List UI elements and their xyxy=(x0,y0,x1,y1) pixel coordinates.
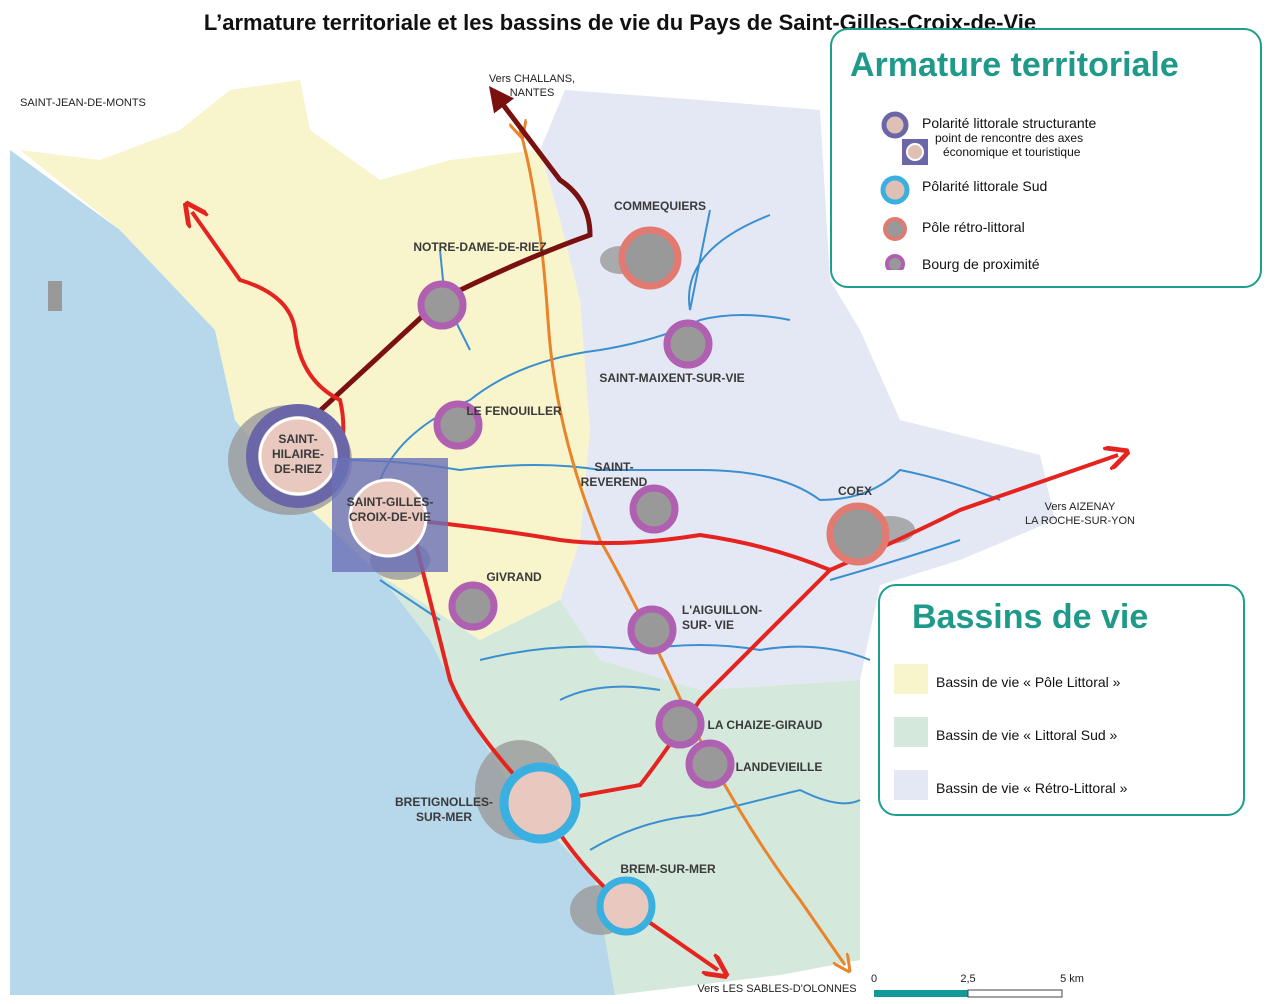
svg-text:COMMEQUIERS: COMMEQUIERS xyxy=(614,199,706,213)
label-challans: Vers CHALLANS,NANTES xyxy=(489,73,575,99)
svg-text:BRETIGNOLLES-SUR-MER: BRETIGNOLLES-SUR-MER xyxy=(395,795,493,824)
node-saint-gilles[interactable]: SAINT-GILLES-CROIX-DE-VIE xyxy=(332,458,448,572)
legend-item-pole-littoral: Bassin de vie « Pôle Littoral » xyxy=(936,674,1121,690)
label-chaize: LA CHAIZE-GIRAUD xyxy=(708,718,823,732)
node-saint-maixent xyxy=(663,319,713,369)
legend-armature-symbols xyxy=(880,111,928,270)
legend-armature: Armature territoriale Polarité littorale… xyxy=(830,28,1262,288)
svg-text:2,5: 2,5 xyxy=(960,973,975,985)
legend-item-retro: Pôle rétro-littoral xyxy=(922,219,1025,235)
node-commequiers[interactable]: COMMEQUIERS xyxy=(614,199,706,290)
node-notre-dame-de-riez xyxy=(417,280,467,330)
svg-text:COEX: COEX xyxy=(838,484,872,498)
node-landevieille xyxy=(685,739,735,789)
label-saint-jean: SAINT-JEAN-DE-MONTS xyxy=(20,97,146,109)
swatch-littoral-sud xyxy=(894,717,928,747)
legend-item-bourg: Bourg de proximité xyxy=(922,256,1040,272)
node-aiguillon xyxy=(627,605,677,655)
node-brem[interactable]: BREM-SUR-MER xyxy=(596,862,716,936)
scale-bar: 0 2,5 5 km xyxy=(871,973,1084,998)
red-axis-south xyxy=(413,539,718,970)
label-saint-maixent: SAINT-MAIXENT-SUR-VIE xyxy=(599,371,744,385)
svg-text:SAINT-HILAIRE-DE-RIEZ: SAINT-HILAIRE-DE-RIEZ xyxy=(272,432,324,476)
swatch-retro-littoral xyxy=(894,770,928,800)
legend-item-sud: Pôlarité littorale Sud xyxy=(922,178,1048,194)
label-sables: Vers LES SABLES-D'OLONNES xyxy=(697,983,856,995)
node-le-fenouiller xyxy=(433,400,483,450)
svg-text:SAINT-GILLES-CROIX-DE-VIE: SAINT-GILLES-CROIX-DE-VIE xyxy=(347,495,434,524)
node-saint-hilaire[interactable]: SAINT-HILAIRE-DE-RIEZ xyxy=(246,404,350,508)
node-la-chaize-giraud xyxy=(655,699,705,749)
marker-block xyxy=(48,281,62,311)
legend-armature-title: Armature territoriale xyxy=(850,46,1179,84)
swatch-pole-littoral xyxy=(894,664,928,694)
node-coex[interactable]: COEX xyxy=(826,484,890,566)
svg-text:0: 0 xyxy=(871,973,877,985)
polarite-sud-icon xyxy=(880,175,910,205)
sea xyxy=(10,150,615,995)
legend-bassins-title: Bassins de vie xyxy=(912,598,1149,636)
legend-item-littoral-sud: Bassin de vie « Littoral Sud » xyxy=(936,727,1118,743)
label-aiguillon: L'AIGUILLON-SUR- VIE xyxy=(682,603,762,632)
bourgs xyxy=(417,280,735,789)
label-notre-dame: NOTRE-DAME-DE-RIEZ xyxy=(413,240,546,254)
label-landevieille: LANDEVIEILLE xyxy=(736,760,823,774)
label-saint-reverend: SAINT-REVEREND xyxy=(581,460,648,489)
svg-text:5 km: 5 km xyxy=(1060,973,1084,985)
red-axis-link xyxy=(539,568,832,805)
pole-retro-icon xyxy=(883,217,907,241)
legend-bassins: Bassins de vie Bassin de vie « Pôle Litt… xyxy=(878,584,1245,816)
label-fenouiller: LE FENOUILLER xyxy=(466,404,562,418)
label-givrand: GIVRAND xyxy=(486,570,542,584)
node-saint-reverend xyxy=(629,484,679,534)
node-bretignolles[interactable]: BRETIGNOLLES-SUR-MER xyxy=(395,762,581,844)
svg-text:BREM-SUR-MER: BREM-SUR-MER xyxy=(620,862,716,876)
dark-red-axis xyxy=(308,86,593,422)
legend-item-retro-littoral: Bassin de vie « Rétro-Littoral » xyxy=(936,780,1128,796)
polarite-structurante-icon xyxy=(881,111,909,139)
orange-axis xyxy=(520,130,845,965)
node-givrand xyxy=(448,581,498,631)
legend-item-structurante: Polarité littorale structurante point de… xyxy=(922,115,1097,159)
bourg-icon xyxy=(885,254,905,270)
